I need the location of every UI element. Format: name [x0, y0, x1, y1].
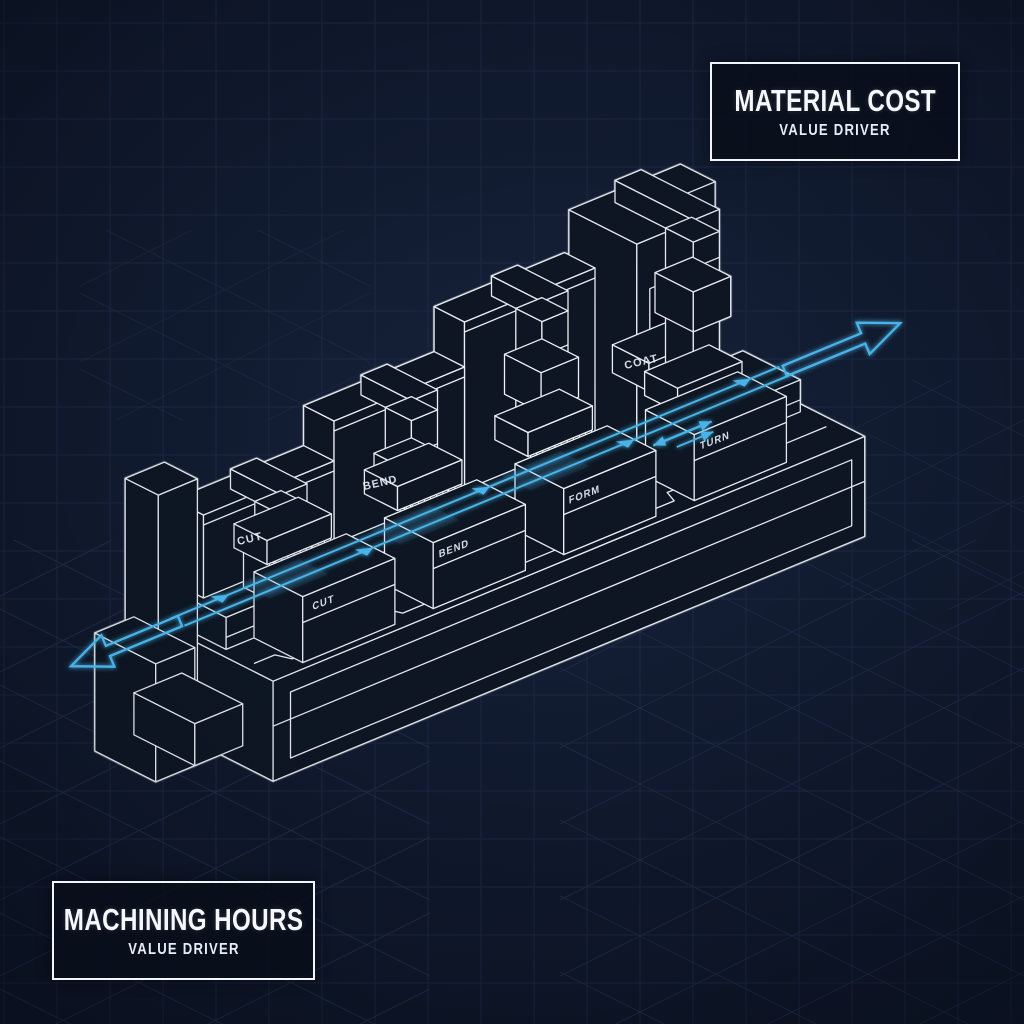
callout-subtitle: VALUE DRIVER: [779, 121, 891, 139]
callout-machining-hours: MACHINING HOURS VALUE DRIVER: [52, 881, 315, 980]
callout-title: MACHINING HOURS: [63, 901, 304, 937]
flow-arrow-outline: [781, 321, 903, 378]
process-label-wall-cut: CUT: [236, 531, 264, 548]
flow-arrow-outline: [68, 614, 184, 668]
callout-material-cost: MATERIAL COST VALUE DRIVER: [710, 62, 960, 161]
callout-title: MATERIAL COST: [734, 82, 936, 118]
callout-subtitle: VALUE DRIVER: [127, 940, 240, 958]
flow-arrows: [68, 321, 903, 668]
